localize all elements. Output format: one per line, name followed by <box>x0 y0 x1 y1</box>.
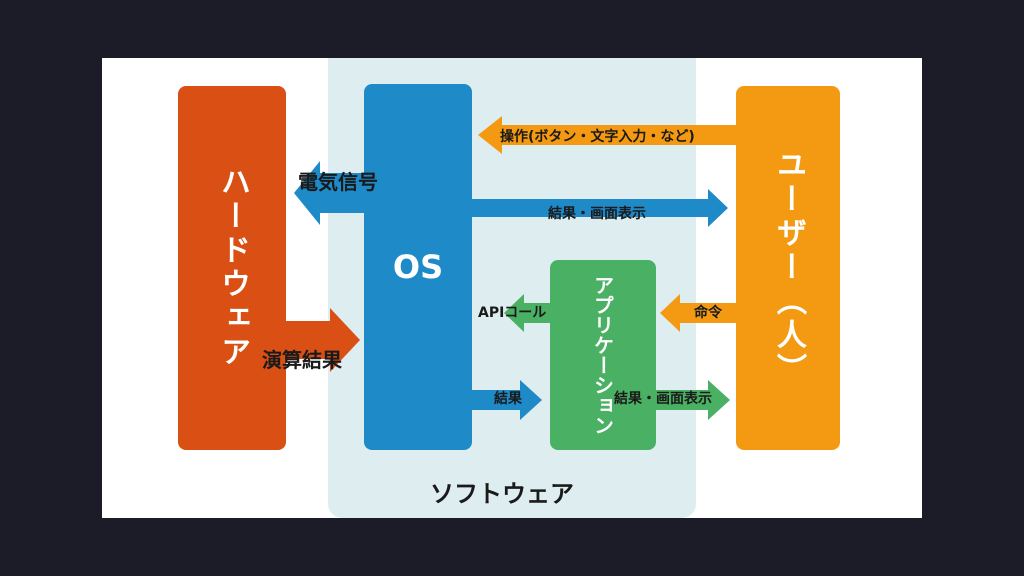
os-label: OS <box>392 248 444 286</box>
hardware-block: ハードウェア <box>178 86 286 450</box>
user-label: ユーザー（人） <box>771 149 806 387</box>
result-display-os-label: 結果・画面表示 <box>548 206 646 222</box>
compute-result-arrow <box>286 308 360 372</box>
result-display-app-arrow <box>656 380 730 420</box>
user-block: ユーザー（人） <box>736 86 840 450</box>
arrows-layer <box>286 116 738 420</box>
electric-signal-label: 電気信号 <box>298 170 378 194</box>
operation-arrow <box>478 116 738 154</box>
software-label: ソフトウェア <box>430 480 574 508</box>
result-arrow <box>472 380 542 420</box>
command-label: 命令 <box>694 305 722 321</box>
result-label: 結果 <box>494 391 522 407</box>
electric-signal-arrow <box>294 161 364 225</box>
application-label: アプリケーション <box>590 275 615 435</box>
api-call-arrow <box>504 294 550 332</box>
diagram-slide: ハードウェア OS アプリケーション ユーザー（人） ソフトウェア 操作(ボタン… <box>102 58 922 518</box>
operation-label: 操作(ボタン・文字入力・など) <box>500 129 695 145</box>
result-display-app-label: 結果・画面表示 <box>614 391 712 407</box>
command-arrow <box>660 294 736 332</box>
os-block: OS <box>364 84 472 450</box>
compute-result-label: 演算結果 <box>262 348 342 372</box>
hardware-label: ハードウェア <box>215 166 250 370</box>
application-block: アプリケーション <box>550 260 656 450</box>
result-display-os-arrow <box>472 189 728 227</box>
api-call-label: APIコール <box>478 305 547 321</box>
